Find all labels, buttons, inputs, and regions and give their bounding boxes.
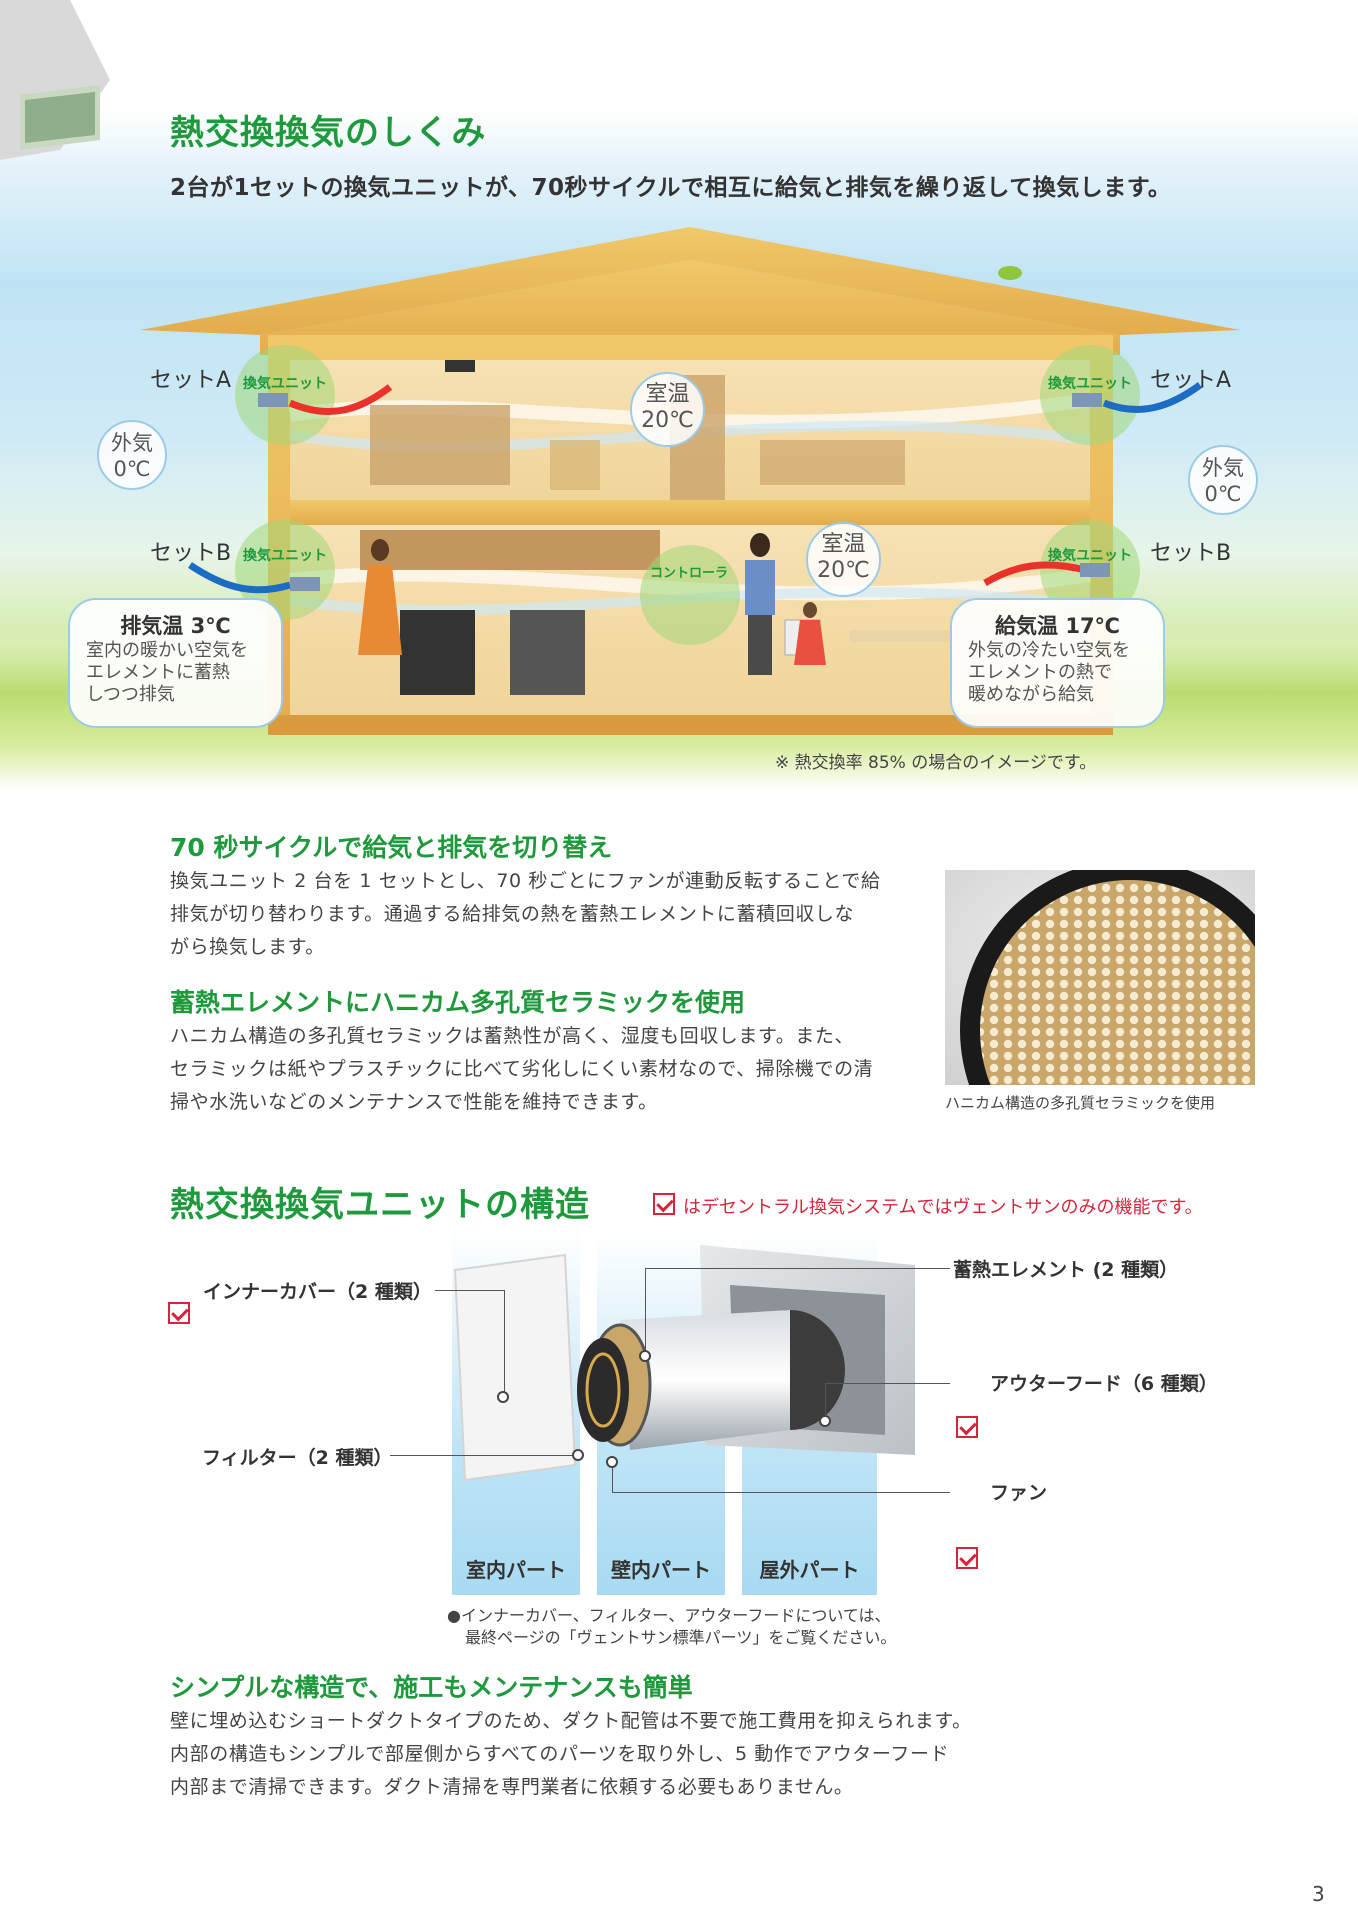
check-note: はデセントラル換気システムではヴェントサンのみの機能です。 <box>683 1197 1203 1218</box>
inner-cover-marker <box>497 1391 509 1403</box>
element-paragraph: ハニカム構造の多孔質セラミックは蓄熱性が高く、湿度も回収します。また、セラミック… <box>170 1025 874 1113</box>
structure-title: 熱交換換気ユニットの構造 <box>170 1185 590 1225</box>
warm-exhaust-arrow-top <box>258 384 393 416</box>
honeycomb-caption: ハニカム構造の多孔質セラミックを使用 <box>945 1094 1216 1112</box>
leader-fan-h <box>612 1492 950 1493</box>
fan-marker <box>606 1456 618 1468</box>
set-a-left-label: セットA <box>150 368 232 393</box>
set-b-left-label: セットB <box>150 541 232 566</box>
corner-photo <box>0 0 110 160</box>
heat-element-label: 蓄熱エレメント (2 種類） <box>953 1259 1179 1281</box>
leader-element-v <box>645 1268 646 1356</box>
unit-label-top-right: 換気ユニット <box>1048 376 1132 392</box>
cycle-title: 70 秒サイクルで給気と排気を切り替え <box>170 833 613 862</box>
outer-hood-label: アウターフード（6 種類） <box>990 1373 1218 1395</box>
page-number: 3 <box>1312 1882 1325 1906</box>
honeycomb-ceramic-photo <box>945 870 1255 1085</box>
cold-supply-arrow-top <box>1072 382 1203 413</box>
diagram-note: ※ 熱交換率 85% の場合のイメージです。 <box>775 753 1097 773</box>
cycle-paragraph: 換気ユニット 2 台を 1 セットとし、70 秒ごとにファンが連動反転することで… <box>170 870 881 958</box>
exhaust-info-box: 排気温 3℃ 室内の暖かい空気を エレメントに蓄熱 しつつ排気 <box>68 598 283 728</box>
section-subtitle: 2台が1セットの換気ユニットが、70秒サイクルで相互に給気と排気を繰り返して換気… <box>170 175 1172 201</box>
outer-hood-marker <box>819 1415 831 1427</box>
warm-exhaust-arrow-bottom <box>983 561 1110 587</box>
check-icon <box>653 1193 675 1215</box>
set-b-right-label: セットB <box>1150 541 1232 566</box>
controller-highlight <box>640 545 740 645</box>
unit-label-top-left: 換気ユニット <box>243 376 327 392</box>
filter-marker <box>572 1449 584 1461</box>
element-title: 蓄熱エレメントにハニカム多孔質セラミックを使用 <box>170 988 746 1017</box>
element-marker <box>639 1350 651 1362</box>
exhaust-title: 排気温 3℃ <box>120 614 231 638</box>
leader-inner-cover-h <box>435 1290 505 1291</box>
fan-label: ファン <box>990 1482 1048 1504</box>
inner-cover-label: インナーカバー（2 種類） <box>203 1281 432 1303</box>
inner-cover-check-icon <box>168 1302 190 1324</box>
leader-outer-hood-v <box>825 1383 826 1423</box>
unit-label-bottom-left: 換気ユニット <box>243 548 327 564</box>
leader-outer-hood-h <box>825 1383 950 1384</box>
outer-hood-check-icon <box>956 1416 978 1438</box>
leader-element-h <box>645 1268 950 1269</box>
leader-filter <box>390 1455 580 1456</box>
simple-title: シンプルな構造で、施工もメンテナンスも簡単 <box>170 1673 693 1702</box>
wall-part-label: 壁内パート <box>611 1558 711 1582</box>
structure-footnote: ●インナーカバー、フィルター、アウターフードについては、 最終ページの「ヴェント… <box>447 1606 897 1647</box>
fan-check-icon <box>956 1547 978 1569</box>
indoor-part-label: 室内パート <box>466 1558 566 1582</box>
cold-supply-arrow-bottom <box>188 562 320 594</box>
section-title-mechanism: 熱交換換気のしくみ <box>170 113 487 153</box>
unit-label-bottom-right: 換気ユニット <box>1048 548 1132 564</box>
outdoor-part-label: 屋外パート <box>759 1558 860 1582</box>
controller-label: コントローラ <box>650 566 729 581</box>
set-a-right-label: セットA <box>1150 368 1232 393</box>
leader-inner-cover-v <box>504 1290 505 1395</box>
filter-label: フィルター（2 種類） <box>202 1447 393 1469</box>
leader-fan-v <box>612 1462 613 1492</box>
supply-title: 給気温 17℃ <box>995 614 1120 638</box>
simple-paragraph: 壁に埋め込むショートダクトタイプのため、ダクト配管は不要で施工費用を抑えられます… <box>170 1710 972 1798</box>
supply-info-box: 給気温 17℃ 外気の冷たい空気を エレメントの熱で 暖めながら給気 <box>950 598 1165 728</box>
ventilation-unit-illustration <box>453 1245 915 1482</box>
